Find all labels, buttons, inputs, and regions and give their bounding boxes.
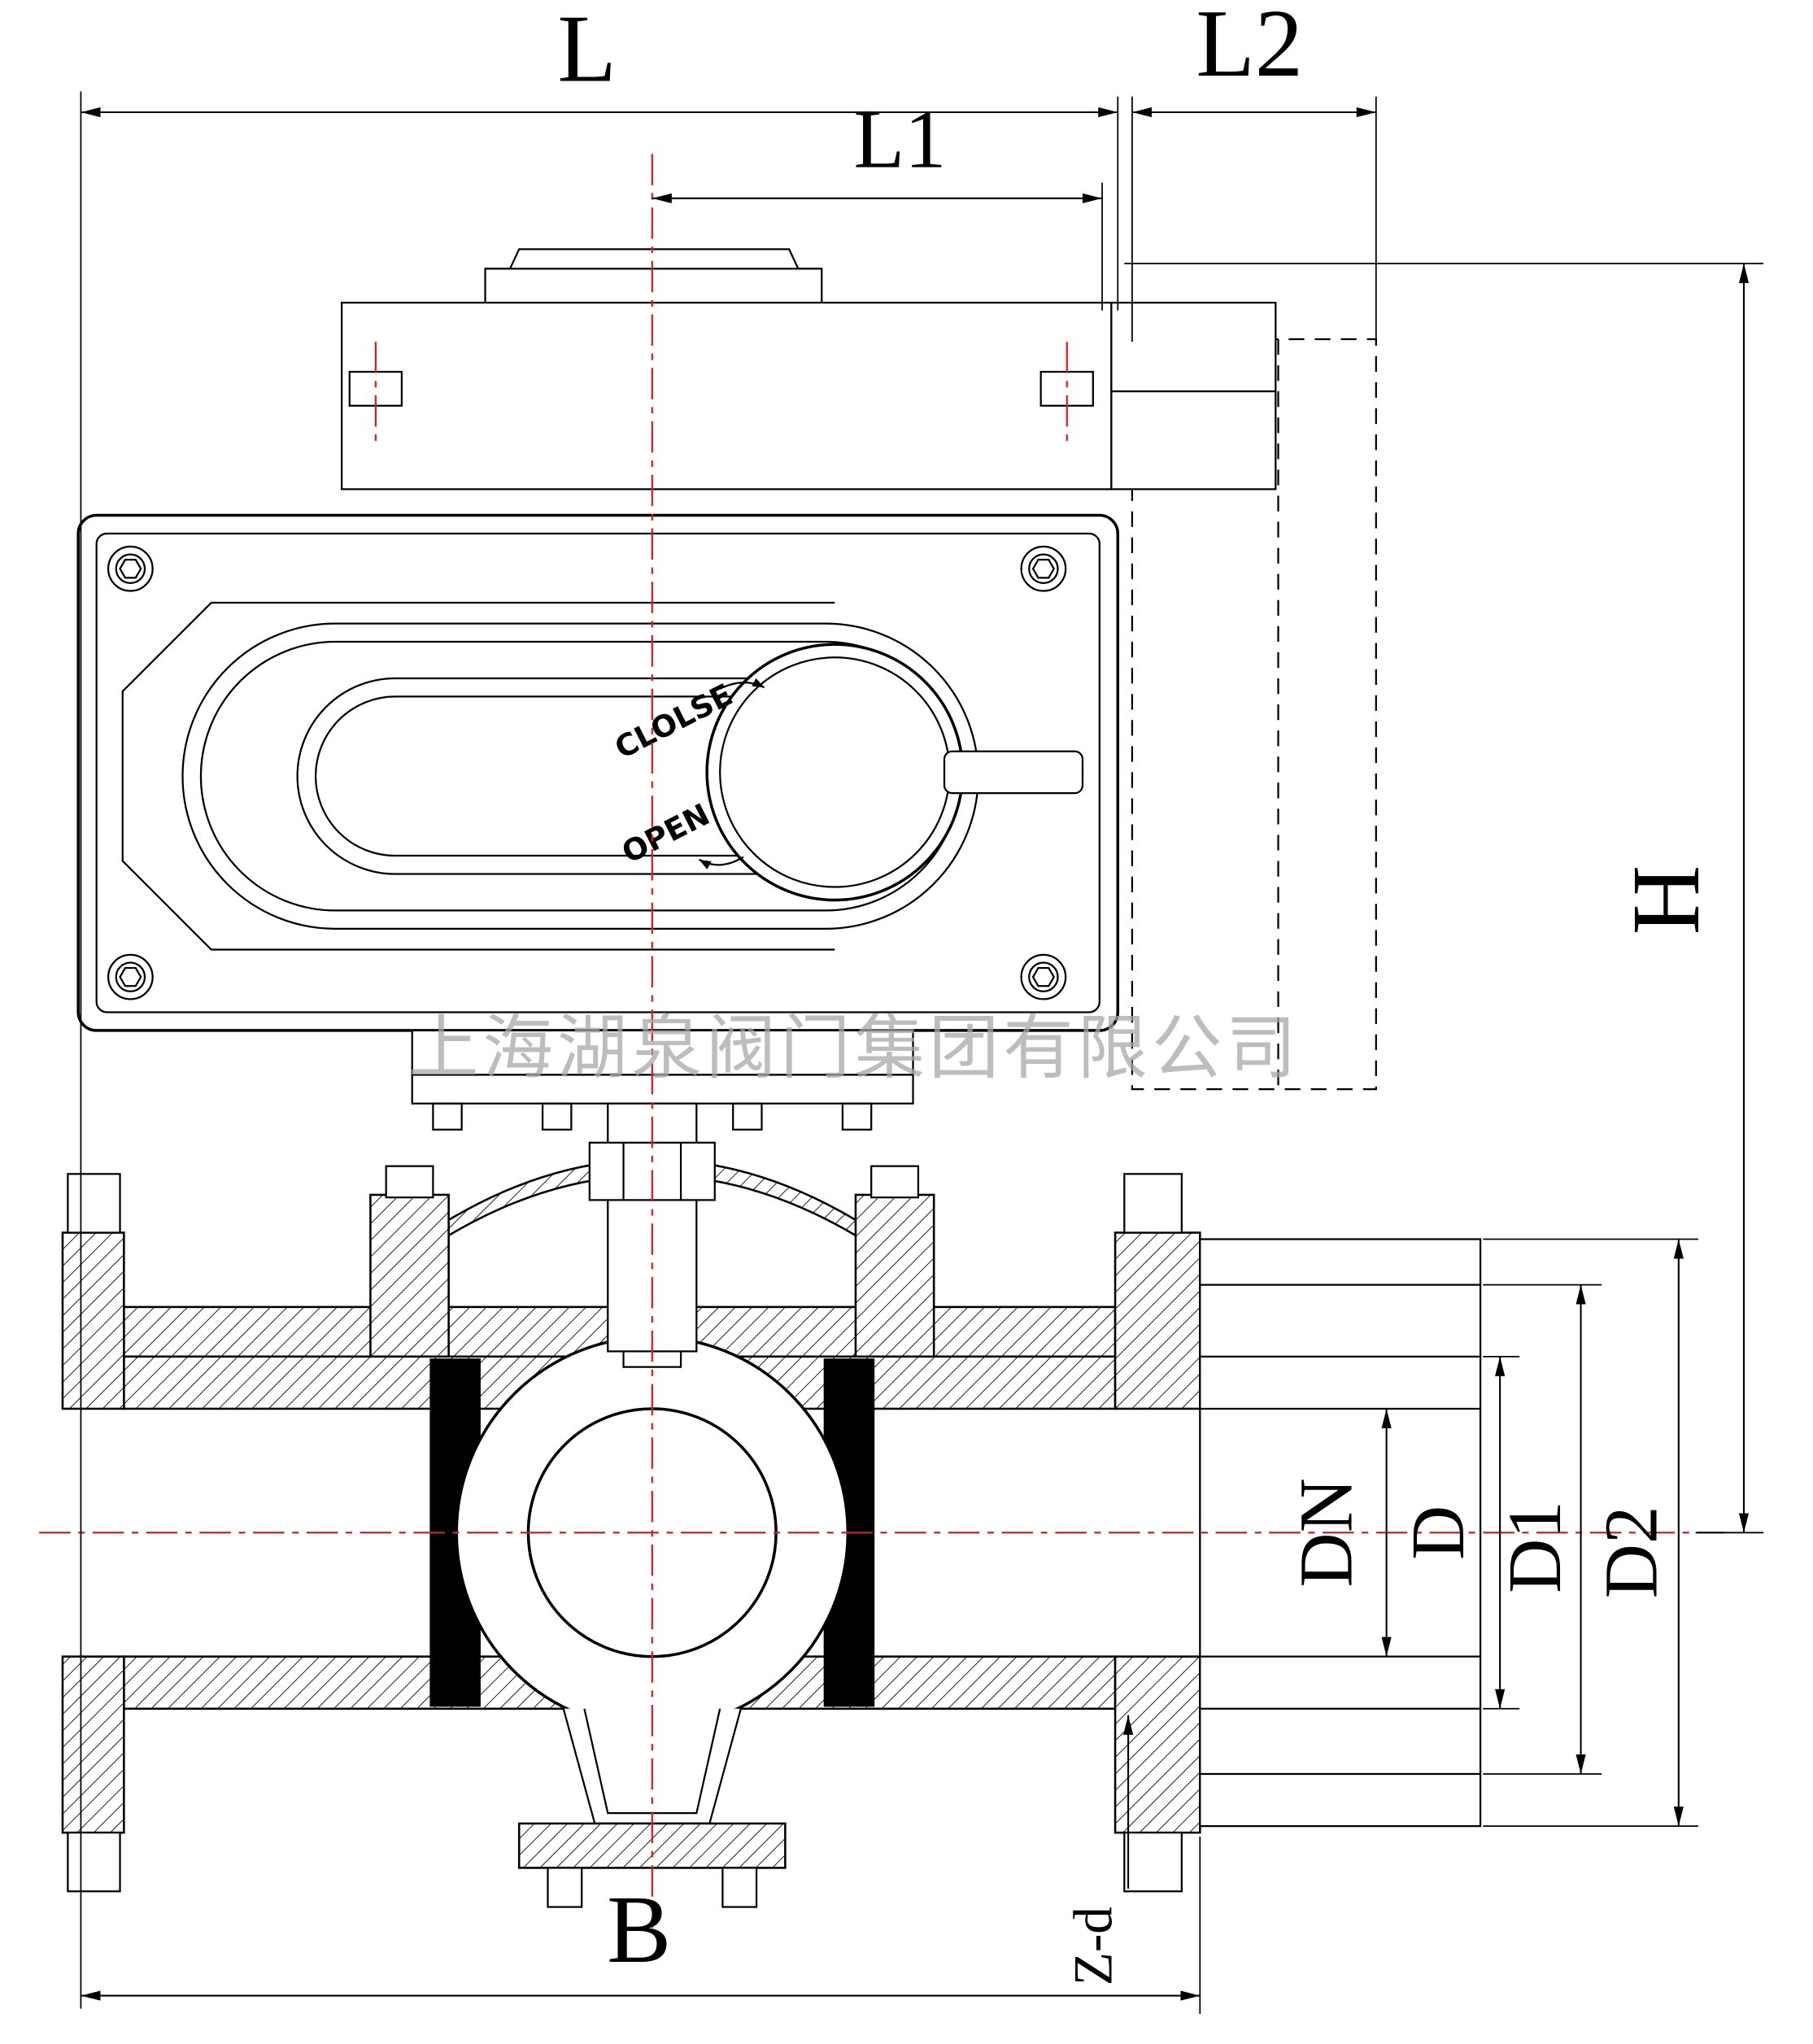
indicator-handle	[943, 750, 1084, 795]
position-indicator	[705, 643, 1084, 902]
bonnet-bolt-left	[385, 1165, 434, 1199]
company-watermark: 上海湖泉阀门集团有限公司	[408, 1009, 1301, 1087]
bonnet-flange-right	[854, 1193, 935, 1358]
dim-label-D: D	[1397, 1506, 1480, 1560]
dim-label-L2: L2	[1196, 0, 1303, 97]
left-flange	[61, 1173, 125, 1893]
mounting-bracket	[411, 1029, 914, 1131]
dim-label-D2: D2	[1590, 1506, 1674, 1599]
dimension-D2: D2	[1590, 1239, 1684, 1827]
dim-label-L1: L1	[853, 94, 946, 185]
housing-corner-bolts	[107, 545, 1067, 1000]
bonnet-bolt-right	[870, 1165, 920, 1199]
actuator-terminal-box	[1110, 301, 1277, 490]
dim-label-H: H	[1612, 865, 1719, 935]
dim-label-B: B	[607, 1876, 671, 1983]
open-direction-arrow-icon	[698, 856, 744, 869]
dimension-L: L	[81, 0, 1118, 118]
dim-label-DN: DN	[1284, 1478, 1368, 1587]
right-flange	[1114, 1173, 1201, 1893]
extension-lines	[80, 91, 1764, 2015]
dimension-L2: L2	[1131, 0, 1376, 118]
dimension-D1: D1	[1493, 1284, 1586, 1774]
dimension-L1: L1	[652, 94, 1103, 203]
actuator-upper-section	[341, 301, 1113, 490]
callout-Zd: Z-d	[1062, 1715, 1134, 1985]
dimension-DN: DN	[1284, 1408, 1392, 1657]
actuator-housing-inner	[95, 532, 1100, 1013]
dimension-B: B	[81, 1876, 1201, 2001]
dim-label-L: L	[557, 0, 616, 102]
actuator-top-cap	[484, 248, 823, 303]
dim-label-Zd: Z-d	[1062, 1907, 1123, 1985]
bonnet-flange-left	[369, 1193, 450, 1358]
close-direction-arrow-icon	[719, 678, 765, 690]
electric-actuator: CLOLSE OPEN	[76, 248, 1377, 1131]
dimensions: L L2 L1 H B DN D	[80, 0, 1764, 2015]
dimension-H: H	[1612, 264, 1750, 1533]
centerlines	[39, 154, 1724, 1929]
actuator-side-envelope-dashed	[1131, 338, 1377, 1091]
dim-label-D1: D1	[1493, 1501, 1577, 1593]
dimension-D: D	[1397, 1356, 1506, 1709]
